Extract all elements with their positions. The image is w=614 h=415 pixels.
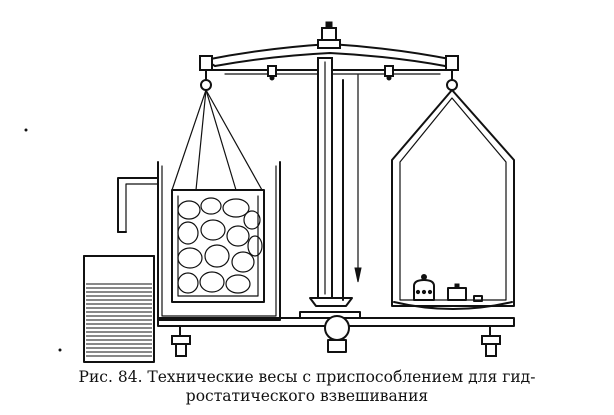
- stones: [177, 197, 263, 294]
- caption-line-1: Рис. 84. Технические весы с приспособлен…: [78, 368, 536, 386]
- caption-line-2: ростатического взвешивания: [185, 387, 429, 405]
- balance-diagram: [24, 21, 515, 363]
- figure-caption: Рис. 84. Технические весы с приспособлен…: [0, 368, 614, 406]
- collecting-vessel: [83, 255, 155, 363]
- right-pan: [391, 89, 515, 310]
- left-pan-strings: [171, 89, 263, 191]
- collected-water: [86, 283, 152, 357]
- weights: [413, 274, 483, 302]
- stone-basket: [171, 189, 265, 303]
- balance-column: [309, 57, 362, 307]
- water-beaker: [117, 161, 281, 321]
- balance-base: [157, 311, 515, 357]
